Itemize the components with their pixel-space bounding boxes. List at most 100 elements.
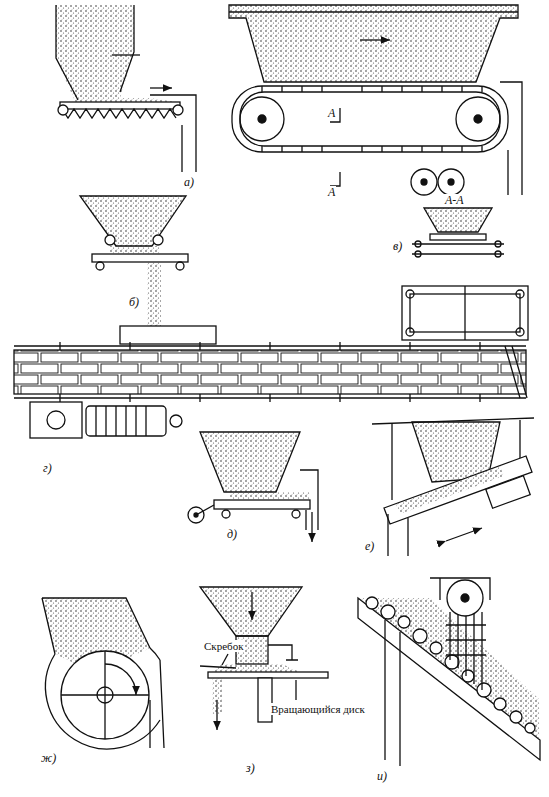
drum-feeder-zh-part: [45, 648, 160, 749]
chain-feeder-i-part: [446, 625, 486, 655]
apron-feeder-g-part: [47, 411, 65, 429]
reciprocating-feeder-d-part: [311, 512, 312, 542]
apron-feeder-v-part: [474, 115, 482, 123]
feeder-a-part: [173, 105, 183, 115]
feeder-b-part: [92, 254, 188, 262]
reciprocating-feeder-d-part: [200, 432, 300, 492]
feeder-a-part: [150, 95, 196, 172]
disc-feeder-z-part: [208, 672, 328, 678]
feeder-b-part: [105, 235, 115, 245]
apron-feeder-v-part: [262, 86, 482, 92]
feeder-b-part: [110, 246, 160, 254]
feeder-b-part: [80, 196, 186, 246]
feeder-a-part: [56, 5, 176, 108]
chain-feeder-i-part: [413, 629, 427, 643]
feeder-a-part: [60, 102, 180, 109]
vibrating-feeder-e-part: [486, 476, 530, 508]
apron-feeder-g-part: [170, 415, 182, 427]
vibrating-feeder-e-part: [388, 514, 408, 556]
chain-feeder-i-part: [381, 605, 395, 619]
vibrating-feeder-e-part: [446, 528, 482, 541]
chain-feeder-i-part: [445, 655, 459, 669]
reciprocating-feeder-d-part: [230, 492, 310, 500]
disc-feeder-z-part: [200, 666, 236, 668]
feeder-b-part: [176, 262, 184, 270]
apron-feeder-v-part: [415, 241, 421, 247]
reciprocating-feeder-d-part: [300, 470, 318, 530]
apron-feeder-v: [229, 5, 522, 257]
drum-feeder-zh-part: [61, 651, 149, 739]
disc-feeder-z-part: [222, 654, 228, 665]
chain-feeder-i: [358, 578, 540, 766]
apron-feeder-v-part: [495, 241, 501, 247]
figure-letter: д): [226, 528, 238, 541]
figure-letter: з): [245, 762, 256, 775]
apron-feeder-g-part: [60, 342, 480, 350]
apron-feeder-g-part: [516, 328, 524, 336]
chain-feeder-i-part: [447, 580, 483, 616]
apron-feeder-v-part: [229, 11, 518, 12]
apron-feeder-v-part: [330, 172, 340, 186]
reciprocating-feeder-d: [188, 432, 318, 542]
apron-feeder-v-part: [438, 169, 464, 195]
apron-feeder-g: [14, 286, 528, 438]
disc-feeder-z-part: [251, 592, 252, 620]
chain-feeder-i-part: [494, 698, 506, 710]
apron-feeder-v-part: [412, 244, 504, 254]
disc-feeder-z-part: [216, 700, 217, 730]
vibrating-feeder-e: [372, 418, 534, 556]
apron-feeder-v-part: [240, 92, 500, 146]
apron-feeder-g-part: [464, 286, 465, 340]
apron-feeder-g-part: [14, 350, 526, 394]
section-mark: А: [327, 107, 336, 120]
chain-feeder-i-part: [462, 670, 474, 682]
chain-feeder-i-part: [510, 711, 522, 723]
drum-feeder-zh-part: [105, 664, 136, 695]
feeder-a-part: [62, 109, 176, 118]
feeder-a-part: [112, 54, 140, 55]
apron-feeder-v-part: [424, 208, 492, 232]
part-name: Вращающийся диск: [270, 703, 366, 715]
apron-feeder-g-part: [96, 406, 146, 436]
disc-feeder-z-part: [258, 678, 272, 722]
apron-feeder-g-part: [402, 286, 528, 340]
figure-letter: в): [392, 240, 403, 253]
apron-feeder-v-part: [229, 5, 518, 82]
feeder-b: [80, 196, 216, 344]
chain-feeder-i-part: [430, 642, 442, 654]
apron-feeder-v-part: [232, 86, 508, 152]
section-label: А-А: [444, 194, 465, 207]
apron-feeder-v-part: [262, 146, 482, 152]
apron-feeder-g-part: [86, 406, 166, 436]
feeder-a: [56, 5, 196, 172]
apron-feeder-v-part: [415, 251, 421, 257]
feeder-a-part: [150, 87, 172, 88]
chain-feeder-i-part: [450, 612, 482, 690]
reciprocating-feeder-d-part: [214, 500, 310, 509]
chain-feeder-i-part: [398, 616, 410, 628]
apron-feeder-v-part: [456, 97, 500, 141]
reciprocating-feeder-d-part: [292, 510, 300, 518]
figure-letter: а): [183, 176, 195, 189]
apron-feeder-v-part: [495, 251, 501, 257]
feeder-b-part: [120, 326, 216, 344]
chain-feeder-i-part: [525, 723, 535, 733]
apron-feeder-g-part: [14, 346, 526, 398]
apron-feeder-g-part: [516, 290, 524, 298]
drum-feeder-zh-part: [61, 651, 149, 739]
apron-feeder-g-part: [406, 290, 414, 298]
reciprocating-feeder-d-part: [196, 505, 214, 515]
disc-feeder-z-part: [200, 587, 302, 636]
disc-feeder-z-part: [268, 645, 298, 660]
figure-letter: б): [128, 296, 140, 309]
chain-feeder-i-part: [477, 683, 491, 697]
feeder-b-part: [153, 235, 163, 245]
apron-feeder-v-part: [411, 169, 437, 195]
figure-letter: ж): [40, 752, 57, 765]
drum-feeder-zh-part: [150, 660, 164, 748]
chain-feeder-i-part: [385, 620, 400, 766]
vibrating-feeder-e-part: [384, 456, 532, 524]
apron-feeder-v-part: [500, 82, 522, 195]
chain-feeder-i-part: [366, 597, 378, 609]
